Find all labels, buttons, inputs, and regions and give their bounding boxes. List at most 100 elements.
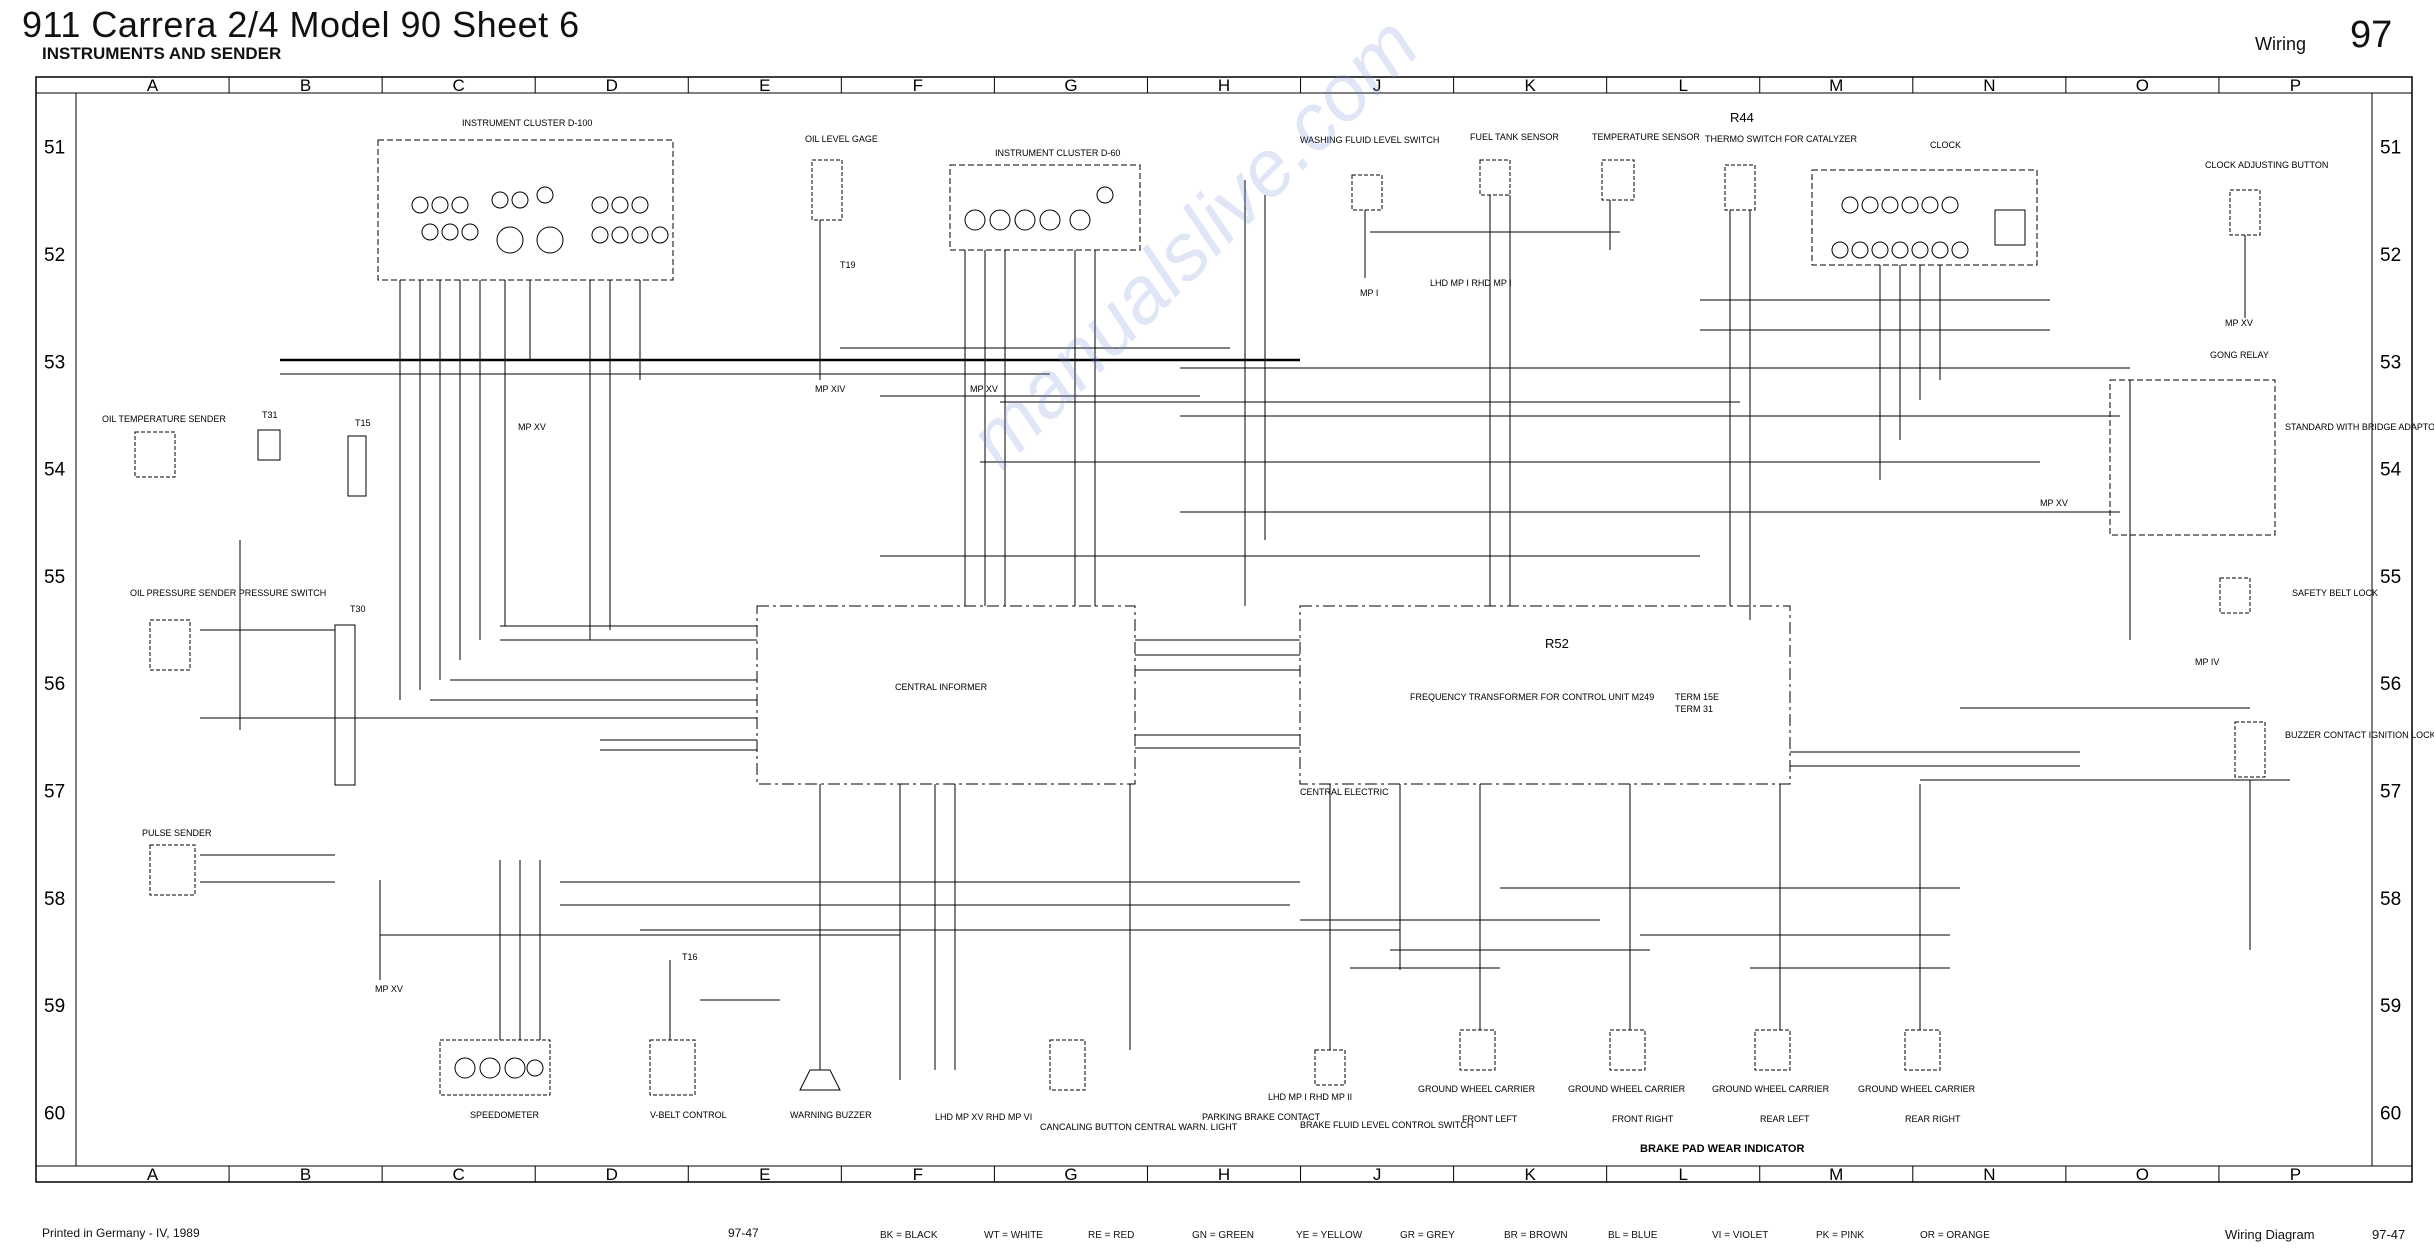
brake-fluid-box [1314, 1049, 1346, 1086]
column-label-bottom: L [1678, 1165, 1687, 1184]
oil-temp-sender-box [134, 431, 176, 478]
front-right-label: FRONT RIGHT [1612, 1114, 1674, 1124]
safety-belt-label: SAFETY BELT LOCK [2292, 588, 2378, 598]
column-label-bottom: F [913, 1165, 923, 1184]
t30-label: T30 [350, 604, 366, 614]
color-legend-item: BR = BROWN [1504, 1230, 1568, 1241]
column-label-top: D [606, 76, 618, 95]
buzzer-contact-label: BUZZER CONTACT IGNITION LOCK [2285, 730, 2434, 740]
color-legend-item: RE = RED [1088, 1230, 1135, 1241]
mp-xv-4: MP XV [2040, 498, 2068, 508]
diagram-title: 911 Carrera 2/4 Model 90 Sheet 6 [22, 4, 580, 45]
clock-lamps [1831, 196, 2026, 259]
row-label-left: 52 [44, 245, 65, 266]
column-label-top: G [1064, 76, 1077, 95]
column-label-bottom: G [1064, 1165, 1077, 1184]
gwc-fr-label: GROUND WHEEL CARRIER [1568, 1084, 1686, 1094]
temperature-sensor-box [1601, 159, 1635, 201]
row-label-left: 59 [44, 996, 65, 1017]
column-label-bottom: A [147, 1165, 159, 1184]
lhd-rhd-mp-label: LHD MP I RHD MP II [1268, 1092, 1352, 1102]
thermo-switch-box [1724, 164, 1756, 211]
fuel-tank-box [1479, 159, 1511, 196]
t30-connector [334, 624, 356, 786]
speedometer-box [439, 1039, 551, 1096]
wiring-lines [200, 180, 2290, 1080]
clock-label: CLOCK [1930, 140, 1961, 150]
t31-connector [257, 429, 281, 461]
column-label-bottom: P [2290, 1165, 2301, 1184]
oil-pressure-box [149, 619, 191, 671]
cancel-button-box [1049, 1039, 1086, 1091]
column-label-bottom: B [300, 1165, 311, 1184]
speedometer-label: SPEEDOMETER [470, 1110, 540, 1120]
row-label-left: 54 [44, 460, 66, 481]
column-label-top: E [759, 76, 770, 95]
cancel-button-label: CANCALING BUTTON CENTRAL WARN. LIGHT [1040, 1122, 1238, 1132]
gong-relay-label: GONG RELAY [2210, 350, 2269, 360]
row-label-right: 57 [2380, 781, 2401, 802]
section-label: Wiring [2255, 34, 2307, 54]
mp-xiv: MP XIV [815, 384, 845, 394]
column-label-top: M [1829, 76, 1843, 95]
row-label-left: 55 [44, 567, 65, 588]
page-number: 97 [2350, 14, 2393, 56]
rear-left-label: REAR LEFT [1760, 1114, 1810, 1124]
column-label-top: O [2136, 76, 2149, 95]
row-label-right: 52 [2380, 245, 2401, 266]
column-label-top: H [1218, 76, 1230, 95]
warning-buzzer-symbol [799, 1069, 841, 1091]
row-label-right: 56 [2380, 674, 2401, 695]
column-label-top: L [1678, 76, 1687, 95]
safety-belt-box [2219, 577, 2251, 614]
footer-code: 97-47 [728, 1226, 759, 1240]
row-label-right: 59 [2380, 996, 2401, 1017]
mp-xv-5: MP XV [375, 984, 403, 994]
gwc-fl-label: GROUND WHEEL CARRIER [1418, 1084, 1536, 1094]
column-label-bottom: N [1983, 1165, 1995, 1184]
clock-adjust-label: CLOCK ADJUSTING BUTTON [2205, 160, 2328, 170]
column-label-bottom: M [1829, 1165, 1843, 1184]
central-electric-box [1299, 605, 1791, 785]
freq-transformer-label: FREQUENCY TRANSFORMER FOR CONTROL UNIT M… [1410, 692, 1654, 702]
column-label-top: A [147, 76, 159, 95]
mp-xv-1: MP XV [518, 422, 546, 432]
column-label-bottom: E [759, 1165, 770, 1184]
r44-label: R44 [1730, 110, 1754, 125]
footer-diagram-label: Wiring Diagram [2225, 1227, 2315, 1242]
pulse-sender-label: PULSE SENDER [142, 828, 212, 838]
lhd-rhd-label: LHD MP XV RHD MP VI [935, 1112, 1032, 1122]
row-label-left: 56 [44, 674, 65, 695]
t31-label: T31 [262, 410, 278, 420]
color-legend-item: BL = BLUE [1608, 1230, 1658, 1241]
column-label-bottom: O [2136, 1165, 2149, 1184]
row-label-left: 58 [44, 889, 65, 910]
oil-level-gage-box [811, 159, 843, 221]
parking-brake-label: PARKING BRAKE CONTACT [1202, 1112, 1321, 1122]
brake-pad-wear-label: BRAKE PAD WEAR INDICATOR [1640, 1143, 1804, 1155]
lhd-rhd-mp1: LHD MP I RHD MP I [1430, 278, 1512, 288]
t19-label: T19 [840, 260, 856, 270]
pulse-sender-box [149, 844, 196, 896]
column-label-top: P [2290, 76, 2301, 95]
term15-label: TERM 15E [1675, 692, 1719, 702]
cluster-d100-label: INSTRUMENT CLUSTER D-100 [462, 118, 592, 128]
color-legend-item: PK = PINK [1816, 1230, 1865, 1241]
row-label-left: 60 [44, 1103, 65, 1124]
row-label-right: 53 [2380, 352, 2401, 373]
gong-relay-box [2109, 379, 2276, 536]
color-legend-item: GN = GREEN [1192, 1230, 1254, 1241]
brake-pad-sensors [1459, 1029, 1941, 1071]
column-label-top: F [913, 76, 923, 95]
oil-temp-sender-label: OIL TEMPERATURE SENDER [102, 414, 226, 424]
row-label-left: 53 [44, 352, 65, 373]
std-adaptor-label: STANDARD WITH BRIDGE ADAPTOR TAA 610 164… [2285, 422, 2434, 432]
t15-connector [347, 435, 367, 497]
row-label-right: 58 [2380, 889, 2401, 910]
cluster-d60-label: INSTRUMENT CLUSTER D-60 [995, 148, 1120, 158]
v-belt-box [649, 1039, 696, 1096]
mp-i: MP I [1360, 288, 1378, 298]
column-label-top: N [1983, 76, 1995, 95]
gwc-rr-label: GROUND WHEEL CARRIER [1858, 1084, 1976, 1094]
